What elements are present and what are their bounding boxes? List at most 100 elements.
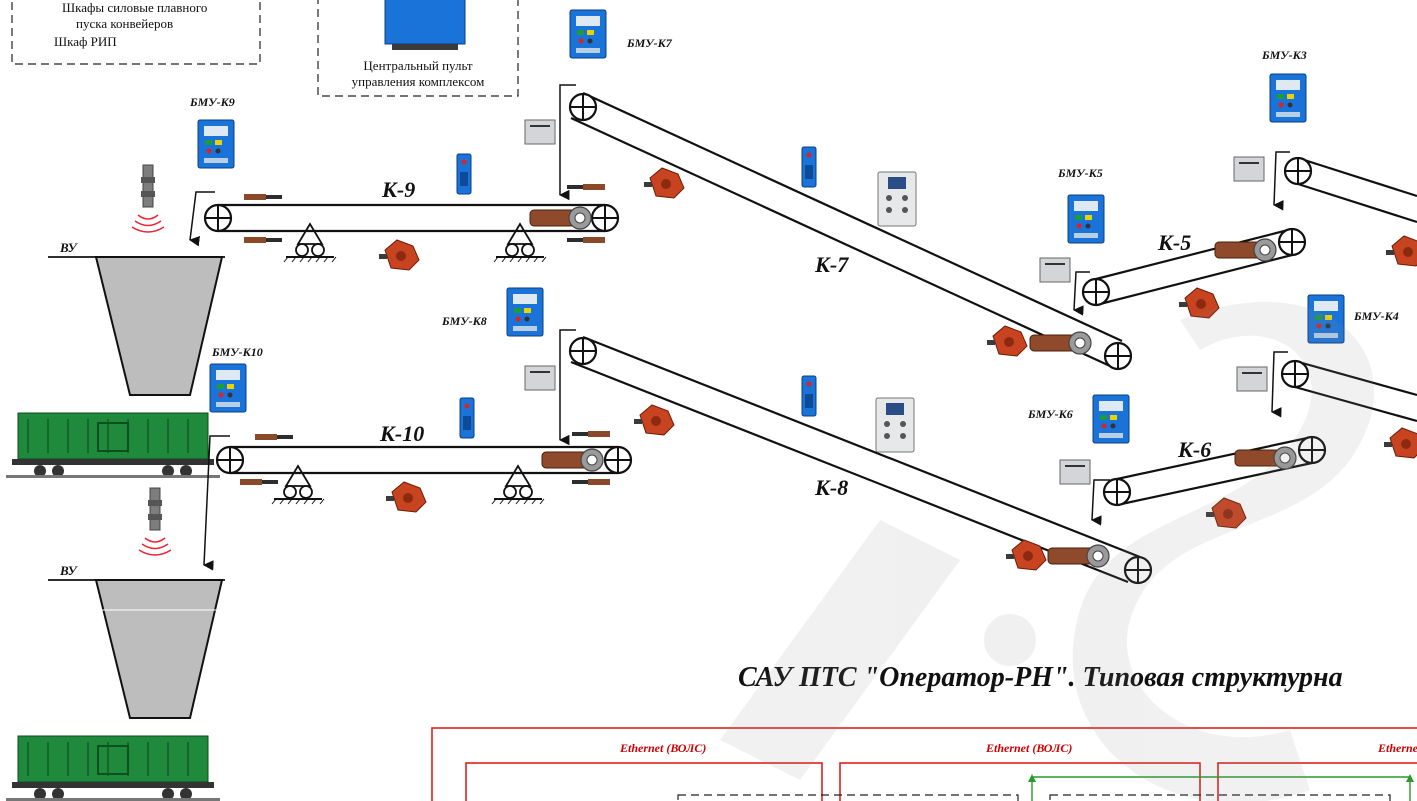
pulley-icon [568,92,598,122]
motor-icon [643,167,685,199]
pulley-icon [603,445,633,475]
pulley-icon [1081,277,1111,307]
bmu-label-k9: БМУ-К9 [189,95,235,109]
bmu-label-k8: БМУ-К8 [441,314,487,328]
drive-motor-icon [529,206,592,230]
conveyor-k10: К-10 [202,421,633,571]
drive-motor-icon [1029,331,1092,355]
railcar-icon [5,735,221,801]
central-panel-line-1: Центральный пульт [363,58,472,73]
pulley-icon [1102,477,1132,507]
bunker-label-lower: ВУ [59,563,79,578]
drive-motor-icon [1214,238,1277,262]
pulley-icon [1283,156,1313,186]
support-roller-icon [283,223,337,263]
soft-starter-icon [456,153,472,195]
bmu-label-k10: БМУ-К10 [211,345,263,359]
control-cabinet-icon [209,363,247,413]
legend-line-3: Шкаф РИП [54,34,117,49]
speed-sensor-icon [567,184,605,190]
pulley-icon [568,336,598,366]
speed-sensor-icon [567,237,605,243]
soft-starter-icon [801,375,817,417]
drive-motor-icon [541,448,604,472]
speed-sensor-icon [240,479,278,485]
conveyor-k8: К-8 [558,329,1153,585]
control-cabinet-icon [1269,73,1307,123]
conveyor-label-k9: К-9 [381,177,415,202]
belt-scale-icon [1039,257,1071,283]
level-sensor-icon [138,487,172,556]
soft-starter-icon [801,146,817,188]
support-roller-icon [493,223,547,263]
ethernet-label-3: Ethernet [1377,741,1417,755]
pulley-icon [590,203,620,233]
bmu-label-k6: БМУ-К6 [1027,407,1073,421]
speed-sensor-icon [572,479,610,485]
conveyor-k5: К-5 [1072,227,1307,316]
conveyor-label-k5: К-5 [1157,230,1191,255]
soft-starter-icon [459,397,475,439]
control-cabinet-icon [569,9,607,59]
ethernet-label-1: Ethernet (ВОЛС) [619,741,706,755]
motor-icon [1383,427,1417,459]
belt-scale-icon [524,365,556,391]
bunker-label-upper: ВУ [59,240,79,255]
central-panel-line-2: управления комплексом [352,74,485,89]
belt-scale-icon [1236,366,1268,392]
conveyor-label-k10: К-10 [379,421,424,446]
watermark [720,302,1375,801]
bunker-lower: ВУ [48,563,225,719]
central-console-icon [384,0,466,45]
control-cabinet-icon [1067,194,1105,244]
motor-icon [1005,539,1047,571]
conveyor-k9: К-9 [188,177,620,263]
bmu-label-k4: БМУ-К4 [1353,309,1399,323]
bmu-label-k3: БМУ-К3 [1261,48,1307,62]
speed-sensor-icon [244,194,282,200]
pulley-icon [203,203,233,233]
level-sensor-icon [131,164,165,233]
switchgear-cabinet-icon [875,397,915,453]
bunker-upper: ВУ [48,240,225,396]
support-roller-icon [491,465,545,505]
motor-icon [1385,235,1417,267]
ethernet-label-2: Ethernet (ВОЛС) [985,741,1072,755]
conveyor-label-k8: К-8 [814,475,848,500]
pulley-icon [1277,227,1307,257]
control-cabinet-icon [1092,394,1130,444]
legend-box: Шкафы силовые плавного пуска конвейеров … [11,0,261,65]
legend-line-1: Шкафы силовые плавного [62,0,207,15]
motor-icon [986,325,1028,357]
conveyor-label-k6: К-6 [1177,437,1211,462]
conveyor-k4 [1270,351,1417,423]
conveyor-k6: К-6 [1090,435,1327,526]
section-title: САУ ПТС "Оператор-РН". Типовая структурн… [738,662,1343,693]
bmu-label-k7: БМУ-К7 [626,36,673,50]
speed-sensor-icon [255,434,293,440]
belt-scale-icon [1059,459,1091,485]
motor-icon [633,404,675,436]
railcar-icon [5,412,221,479]
pulley-icon [1103,341,1133,371]
legend-line-2: пуска конвейеров [76,16,173,31]
switchgear-cabinet-icon [877,171,917,227]
speed-sensor-icon [244,237,282,243]
support-roller-icon [271,465,325,505]
pulley-icon [215,445,245,475]
belt-scale-icon [524,119,556,145]
pulley-icon [1280,359,1310,389]
control-cabinet-icon [506,287,544,337]
conveyor-k3 [1272,151,1417,224]
bmu-label-k5: БМУ-К5 [1057,166,1103,180]
central-panel-box: Центральный пульт управления комплексом [317,0,519,97]
conveyor-k7: К-7 [558,84,1133,371]
belt-scale-icon [1233,156,1265,182]
motor-icon [378,239,420,271]
drive-motor-icon [1047,544,1110,568]
control-cabinet-icon [197,119,235,169]
network-diagram: Ethernet (ВОЛС) Ethernet (ВОЛС) Ethernet [431,727,1417,801]
conveyor-label-k7: К-7 [814,252,849,277]
motor-icon [385,481,427,513]
